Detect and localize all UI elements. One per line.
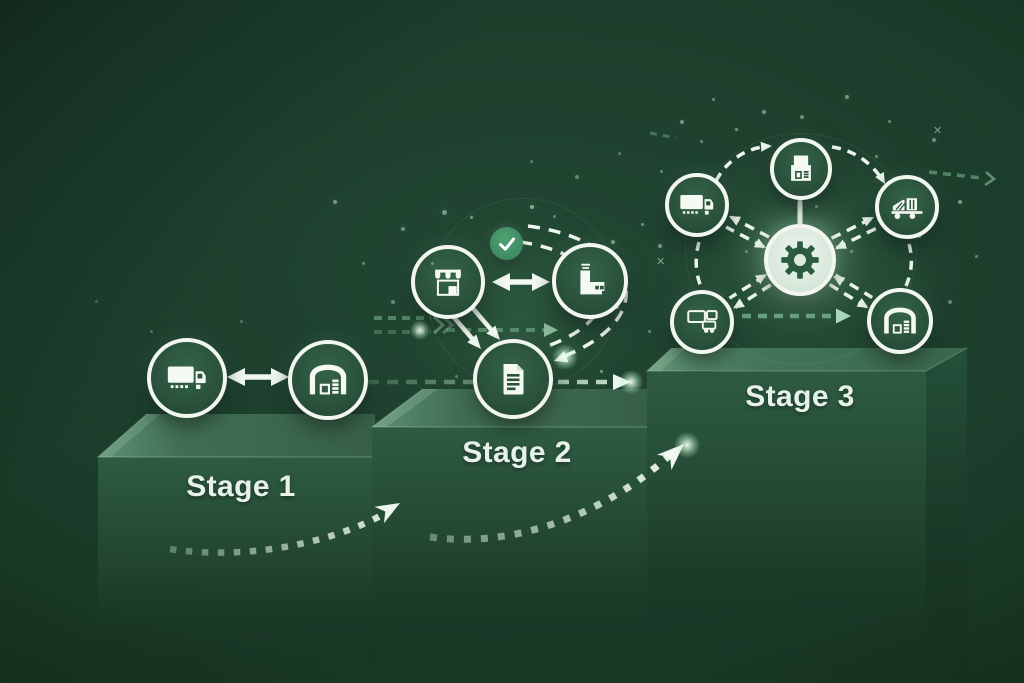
store-icon	[426, 260, 470, 304]
factory-icon	[567, 258, 613, 304]
stage2-factory-node	[552, 243, 628, 319]
stage3-gear-hub-node	[764, 224, 836, 296]
stage1-bidirectional-arrow	[227, 368, 289, 386]
stage1-warehouse-node	[288, 340, 368, 420]
gear-icon	[777, 237, 823, 283]
stage2-bidirectional-arrow	[492, 273, 550, 291]
check-icon	[494, 231, 520, 257]
stage3-truck-node	[665, 173, 729, 237]
warehouse-icon	[880, 301, 920, 341]
stage3-cargo-truck-node	[875, 175, 939, 239]
box-truck-icon	[677, 185, 717, 225]
cargo-truck-icon	[887, 187, 927, 227]
platform-step-3	[645, 347, 968, 683]
stage2-document-node	[473, 339, 553, 419]
stage1-truck-node	[147, 338, 227, 418]
stage3-connectors	[694, 141, 914, 309]
stage1-label: Stage 1	[186, 470, 296, 503]
document-icon	[489, 355, 537, 403]
box-truck-icon	[164, 355, 210, 401]
stage2-store-node	[411, 245, 485, 319]
platform-step-1	[96, 413, 375, 683]
stage2-check-badge	[490, 227, 523, 260]
stage2-solid-arrows-store-to-document	[449, 303, 500, 349]
trailer-truck-icon	[682, 302, 722, 342]
stage2-label: Stage 2	[462, 436, 572, 469]
progress-arrow-stage1-to-stage2	[169, 503, 400, 556]
stage3-warehouse-node	[867, 288, 933, 354]
stage3-plant-node	[770, 138, 832, 200]
plant-building-icon	[782, 150, 820, 188]
warehouse-icon	[305, 357, 351, 403]
stage3-label: Stage 3	[745, 380, 855, 413]
stage3-trailer-truck-node	[670, 290, 734, 354]
platform-step-2	[369, 388, 648, 683]
